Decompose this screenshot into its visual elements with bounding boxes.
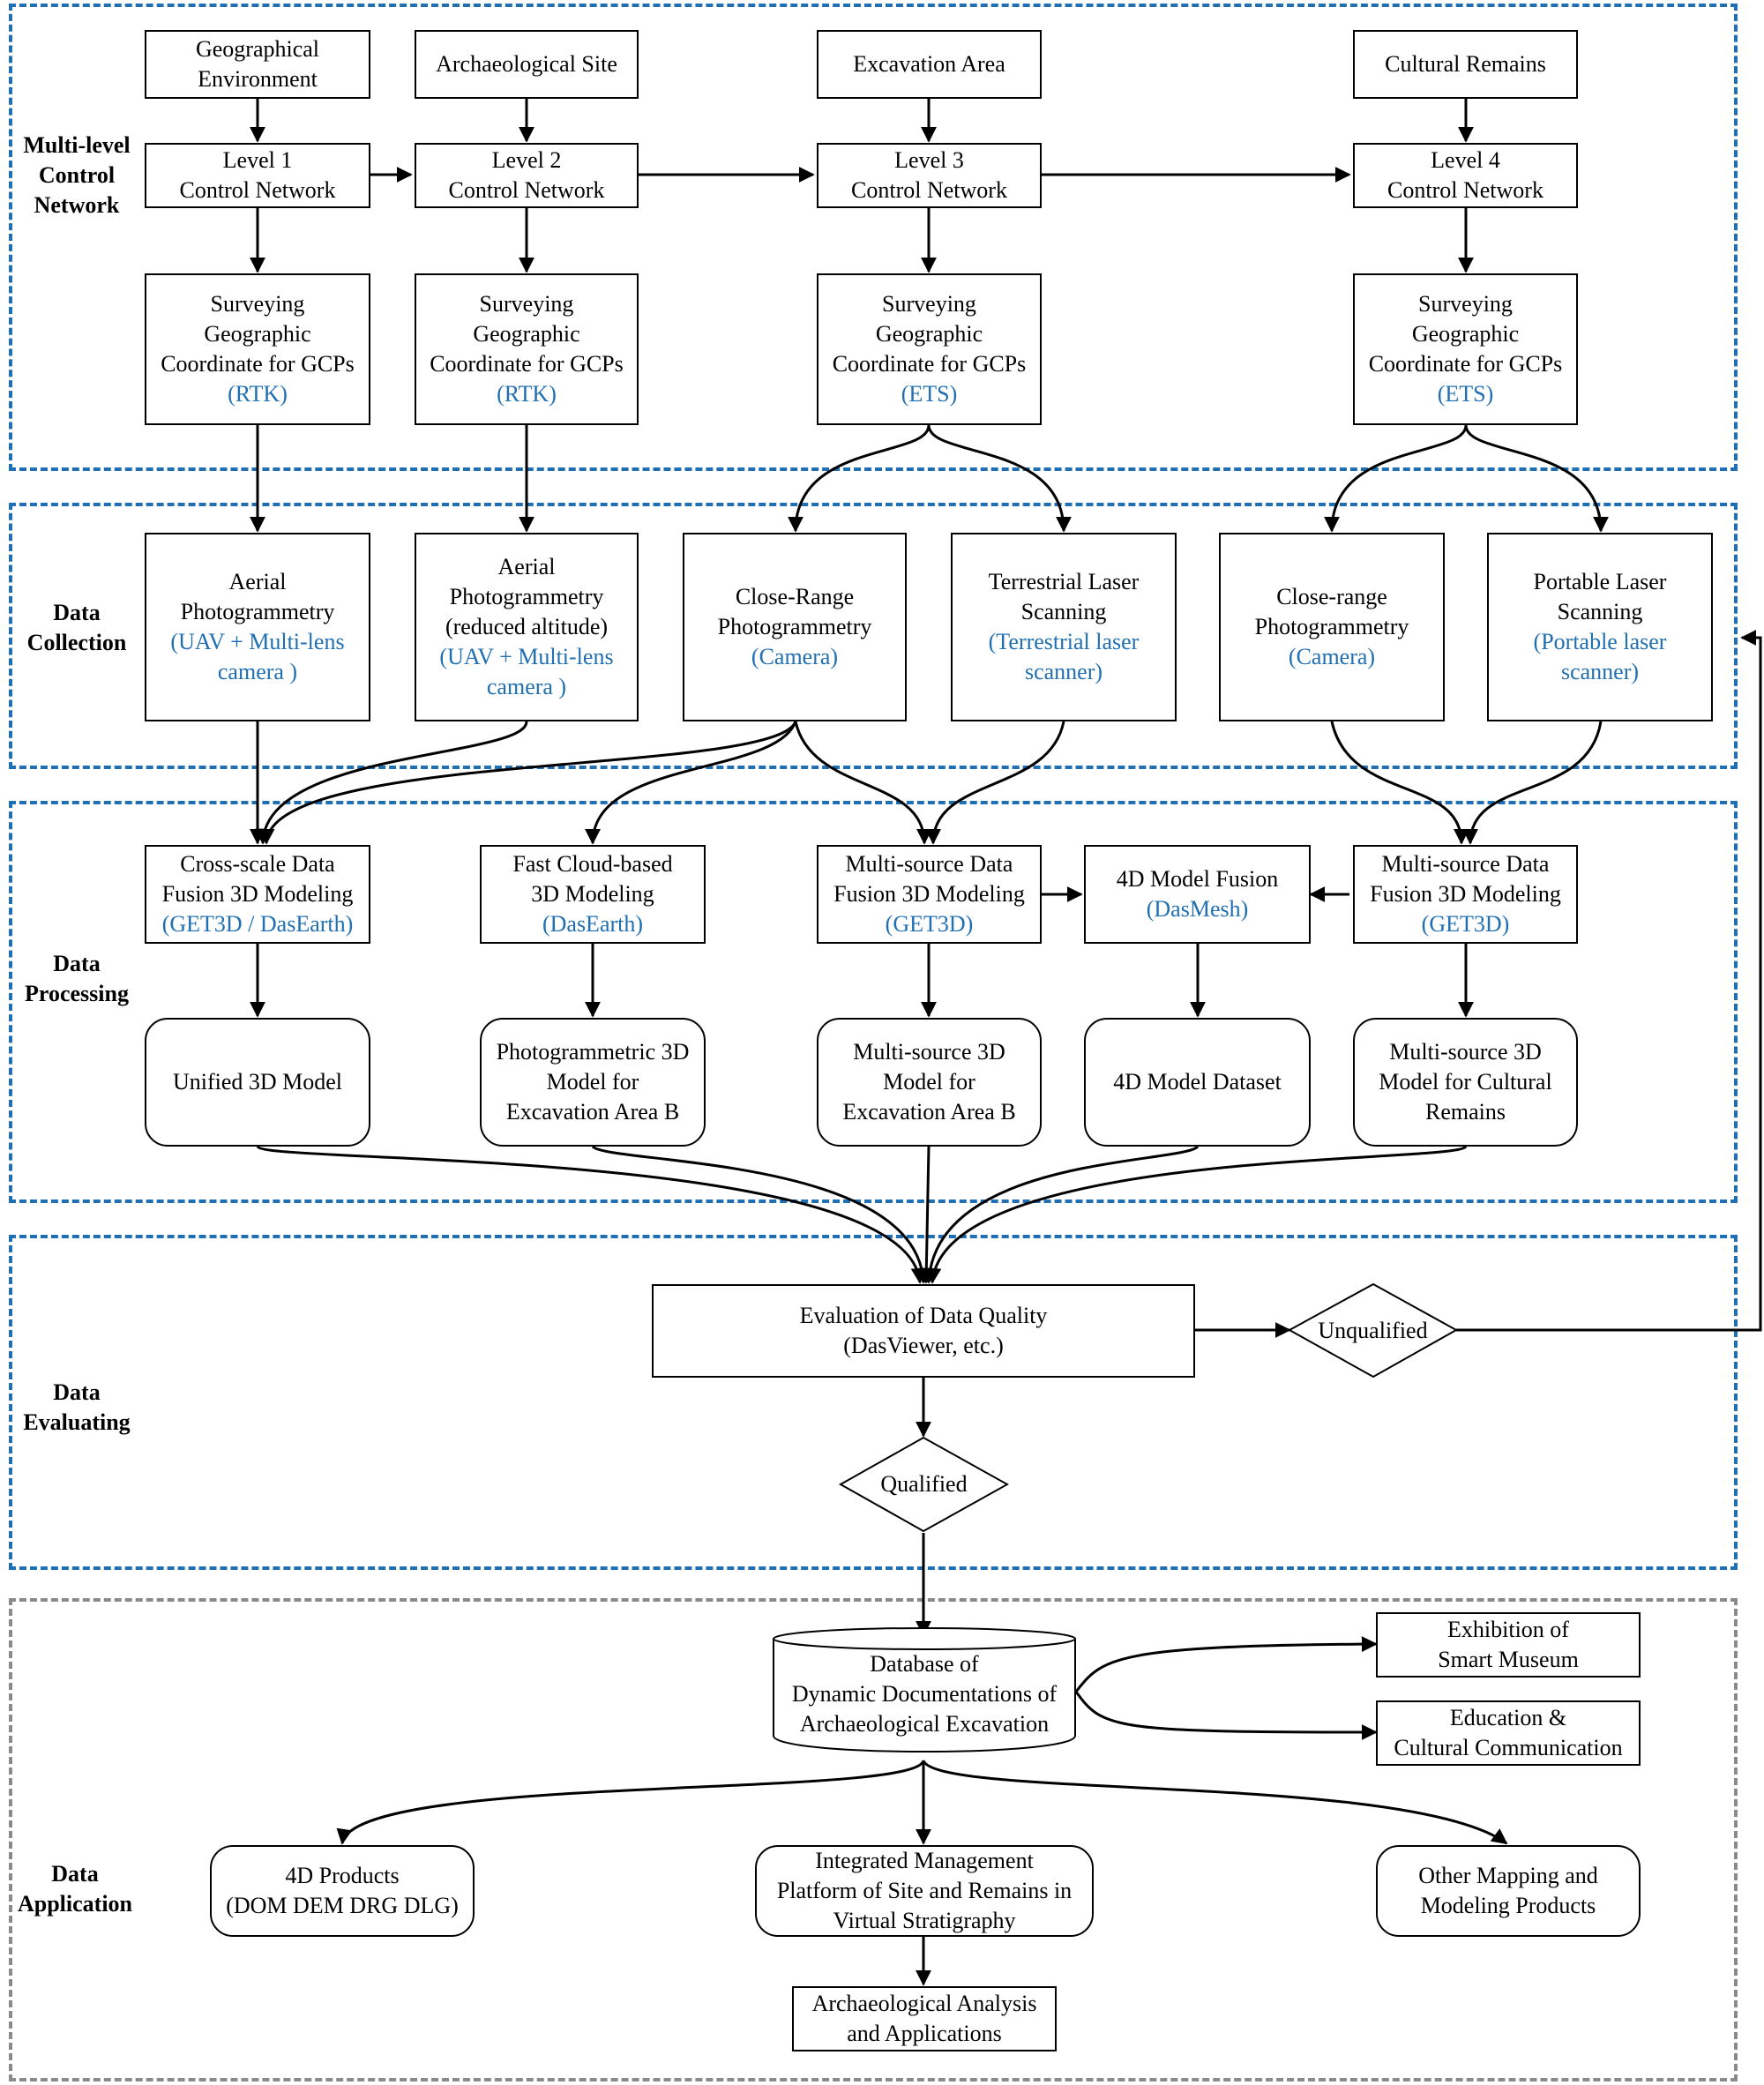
label-data-application: Data Application	[17, 1861, 133, 1917]
education-cultural-communication: Education &Cultural Communication	[1376, 1700, 1641, 1766]
label-data-processing: Data Processing	[25, 951, 129, 1006]
source-archaeological-site: Archaeological Site	[415, 30, 639, 99]
arrow-database-education	[1074, 1691, 1378, 1740]
database-cylinder	[773, 1639, 1076, 1752]
4d-products: 4D Products(DOM DEM DRG DLG)	[210, 1845, 475, 1937]
arrow-aerial2-crossscale	[255, 721, 528, 845]
arrow-closerange2-multisource2	[1330, 721, 1469, 845]
4d-model-dataset: 4D Model Dataset	[1084, 1018, 1311, 1147]
arrow-database-museum	[1074, 1636, 1378, 1693]
arrow-pls-multisource2	[1462, 721, 1603, 845]
unified-3d-model: Unified 3D Model	[145, 1018, 370, 1147]
arrow-database-other	[922, 1760, 1508, 1845]
arrow-closerange1-crossscale	[258, 721, 797, 845]
qualified-diamond	[838, 1436, 1010, 1533]
arrow-survey4-pls	[1464, 424, 1609, 533]
label-control-network: Multi-level Control Network	[23, 132, 131, 218]
section-data-evaluating	[9, 1235, 1738, 1570]
4d-model-fusion: 4D Model Fusion(DasMesh)	[1084, 845, 1311, 944]
arrow-survey3-tls	[927, 424, 1072, 533]
unqualified-diamond	[1287, 1282, 1459, 1379]
unqualified-label: Unqualified	[1318, 1317, 1428, 1343]
arrow-survey3-closerange1	[788, 424, 931, 533]
arrow-unified-evaluation	[256, 1145, 927, 1284]
section-control-network	[9, 4, 1738, 471]
arrow-closerange1-fastcloud	[585, 721, 797, 845]
arrow-photo3d-evaluation	[591, 1145, 931, 1284]
arrow-tls-multisource1	[925, 721, 1065, 845]
arrow-dataset4d-evaluation	[921, 1145, 1200, 1284]
source-cultural-remains: Cultural Remains	[1353, 30, 1578, 99]
section-data-collection	[9, 503, 1738, 769]
qualified-label: Qualified	[880, 1471, 968, 1497]
section-data-application	[9, 1598, 1738, 2081]
evaluation-of-data-quality: Evaluation of Data Quality(DasViewer, et…	[652, 1284, 1195, 1378]
arrow-multiremains-evaluation	[925, 1145, 1468, 1284]
label-data-evaluating: Data Evaluating	[23, 1379, 131, 1435]
arrow-survey4-closerange2	[1324, 424, 1468, 533]
source-geographical-environment: Geographical Environment	[145, 30, 370, 99]
arrow-closerange1-multisource1	[794, 721, 932, 845]
section-data-processing	[9, 801, 1738, 1203]
label-data-collection: Data Collection	[26, 600, 127, 655]
arrow-multi3d-evaluation	[918, 1146, 935, 1284]
source-excavation-area: Excavation Area	[817, 30, 1042, 99]
arrow-database-products4d	[336, 1760, 925, 1845]
arrow-unqualified-feedback	[1456, 630, 1762, 1332]
